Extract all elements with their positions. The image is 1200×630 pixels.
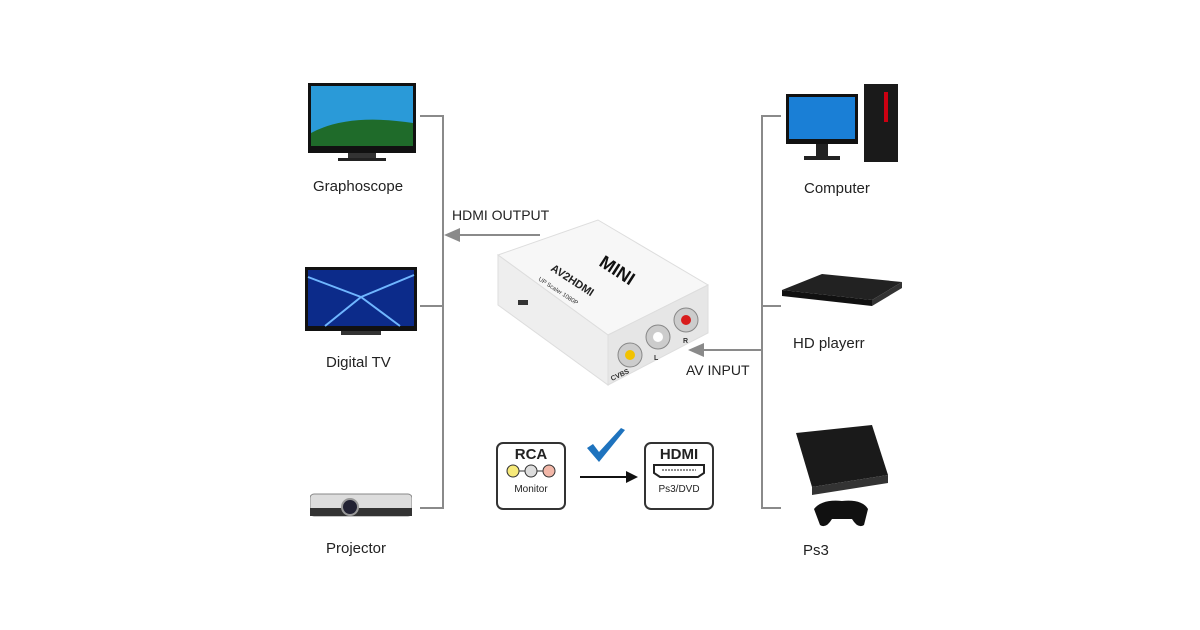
left-tick: [420, 507, 444, 509]
arrowhead-icon: [688, 343, 704, 357]
device-label: Projector: [326, 540, 387, 557]
hdmi-output-label: HDMI OUTPUT: [452, 207, 550, 223]
rca-caption: Monitor: [514, 484, 548, 495]
av2hdmi-converter: MINI AV2HDMI UP Scaler 1080P CVBS L R: [496, 219, 710, 386]
device-label: Computer: [804, 180, 870, 197]
right-tick: [761, 115, 781, 117]
right-tick: [761, 507, 781, 509]
hdmi-port-icon: [653, 464, 705, 478]
device-label: Ps3: [803, 542, 829, 559]
tv-icon: [305, 267, 417, 335]
hdmi-output-arrow: [455, 234, 540, 236]
left-tick: [420, 115, 444, 117]
computer-icon: [786, 84, 898, 162]
hdmi-caption: Ps3/DVD: [658, 484, 700, 495]
device-label: Digital TV: [326, 354, 391, 371]
av-input-label: AV INPUT: [686, 362, 750, 378]
port-label-r: R: [683, 338, 688, 345]
hdmi-box: HDMI Ps3/DVD: [644, 442, 714, 510]
right-bus-line: [761, 115, 763, 509]
device-label: Graphoscope: [313, 178, 404, 195]
arrowhead-icon: [444, 228, 460, 242]
checkmark-icon: [587, 428, 625, 462]
device-label: HD playerr: [793, 335, 865, 352]
port-label-l: L: [654, 355, 659, 362]
rca-monitor-box: RCA Monitor: [496, 442, 566, 510]
tv-icon: [308, 83, 416, 161]
hdmi-title: HDMI: [659, 446, 699, 463]
conversion-arrow: [580, 471, 638, 483]
left-bus-line: [442, 115, 444, 509]
game-console-icon: [796, 425, 888, 527]
left-tick: [420, 305, 444, 307]
rca-plugs-icon: [506, 464, 556, 478]
projector-icon: [310, 493, 412, 517]
av-input-arrow: [700, 349, 762, 351]
dvd-player-icon: [782, 274, 902, 306]
right-tick: [761, 305, 781, 307]
rca-title: RCA: [514, 446, 548, 463]
